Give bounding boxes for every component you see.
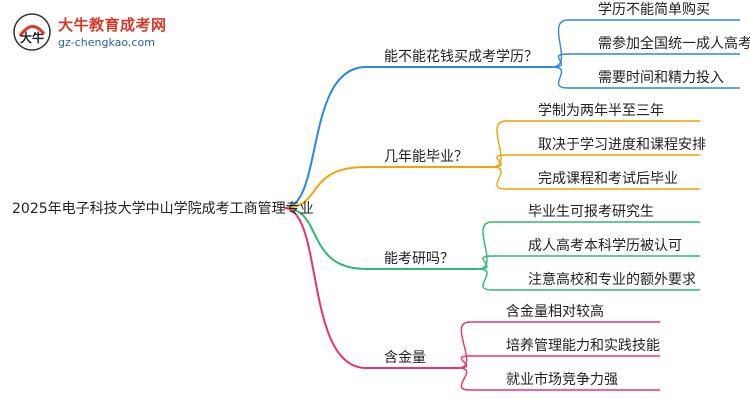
- branch-2-child-3-connector: [491, 166, 700, 190]
- logo-mark-icon: 大牛: [13, 13, 51, 51]
- branch-1-child-3[interactable]: 需要时间和精力投入: [598, 70, 724, 86]
- branch-2-connector: [283, 166, 492, 209]
- branch-3-connector: [283, 207, 478, 270]
- branch-1-connector: [283, 66, 552, 209]
- branch-1-child-2[interactable]: 需参加全国统一成人高考: [598, 35, 750, 52]
- branch-2-child-2-connector: [491, 154, 700, 168]
- branch-3-child-2[interactable]: 成人高考本科学历被认可: [528, 237, 682, 254]
- branch-4-child-2-connector: [457, 355, 660, 369]
- branch-4-connector: [283, 207, 458, 369]
- branch-1-child-1-connector: [551, 19, 740, 68]
- branch-3-child-3-connector: [477, 268, 700, 291]
- branch-1-child-3-connector: [551, 66, 740, 89]
- branch-4-child-1-connector: [457, 321, 660, 369]
- branch-4-label[interactable]: 含金量: [384, 350, 426, 366]
- branch-1-child-1[interactable]: 学历不能简单购买: [598, 1, 710, 18]
- branch-3-child-1[interactable]: 毕业生可报考研究生: [528, 204, 654, 220]
- branch-2-child-1[interactable]: 学制为两年半至三年: [538, 103, 664, 119]
- mind-map-edges: [283, 19, 740, 391]
- site-logo[interactable]: 大牛 大牛教育成考网 gz-chengkao.com: [12, 12, 166, 56]
- branch-3-child-1-connector: [477, 221, 700, 270]
- branch-3-child-2-connector: [477, 255, 700, 270]
- branch-3-child-3[interactable]: 注意高校和专业的额外要求: [528, 271, 696, 288]
- branch-2-label[interactable]: 几年能毕业？: [384, 149, 468, 165]
- logo-title: 大牛教育成考网: [58, 16, 167, 34]
- branch-2-child-2[interactable]: 取决于学习进度和课程安排: [538, 137, 706, 153]
- branch-3-label[interactable]: 能考研吗？: [384, 251, 454, 267]
- branch-4-child-1[interactable]: 含金量相对较高: [506, 303, 604, 320]
- branch-2-child-3[interactable]: 完成课程和考试后毕业: [538, 171, 678, 187]
- branch-2-child-1-connector: [491, 120, 700, 168]
- branch-4-child-3[interactable]: 就业市场竞争力强: [506, 371, 618, 388]
- branch-4-child-2[interactable]: 培养管理能力和实践技能: [506, 338, 660, 354]
- root-topic: 2025年电子科技大学中山学院成考工商管理专业: [12, 201, 314, 217]
- branch-1-label[interactable]: 能不能花钱买成考学历？: [384, 49, 538, 65]
- logo-mark-text: 大牛: [20, 30, 44, 45]
- mind-map-nodes: 2025年电子科技大学中山学院成考工商管理专业 能不能花钱买成考学历？ 学历不能简单…: [12, 1, 750, 388]
- branch-4-child-3-connector: [457, 367, 660, 391]
- branch-1-child-2-connector: [551, 53, 740, 68]
- logo-url: gz-chengkao.com: [58, 36, 155, 49]
